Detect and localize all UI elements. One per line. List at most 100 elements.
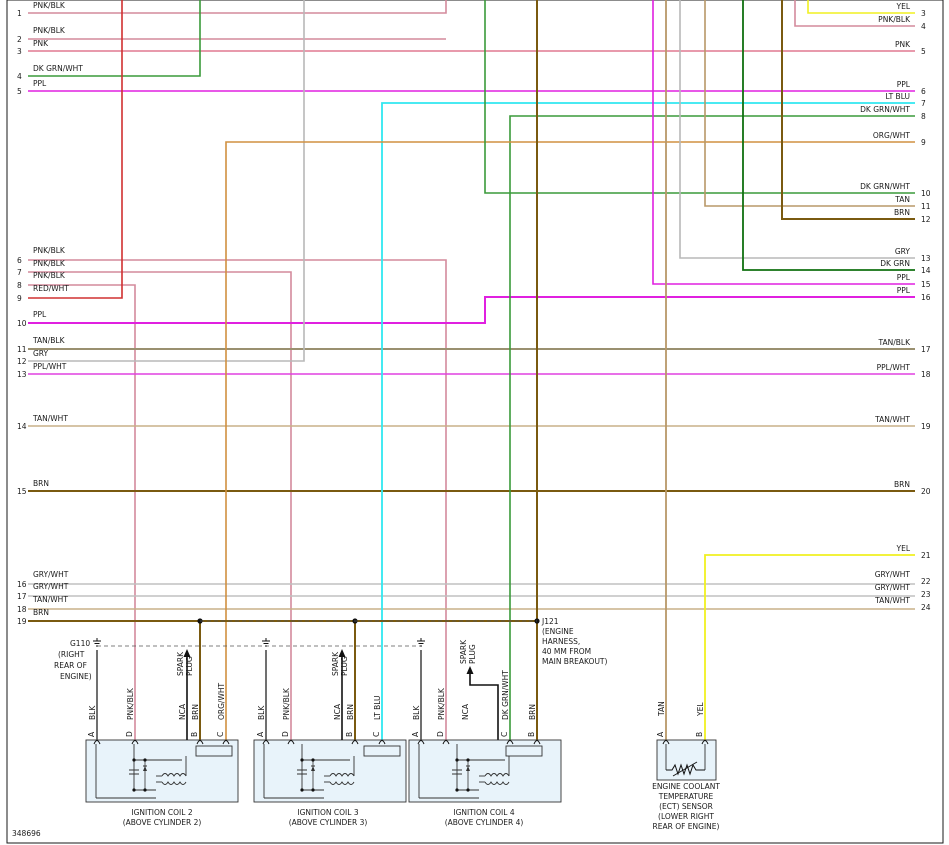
left-pin-number: 10	[17, 319, 27, 328]
node-dot	[132, 758, 136, 762]
left-wire-label: BRN	[33, 479, 49, 488]
right-wire-label: PPL	[897, 286, 911, 295]
wire-ppl-r15	[652, 0, 915, 285]
coil-wire-label: NCA	[333, 703, 342, 720]
left-pin-number: 15	[17, 487, 27, 496]
ect-sensor-label: (LOWER RIGHT	[658, 812, 714, 821]
ect-sensor-label: ENGINE COOLANT	[652, 782, 720, 791]
ignition-coil-box	[408, 739, 562, 803]
left-pin-number: 8	[17, 281, 22, 290]
coil-module-block	[363, 745, 401, 757]
right-wire-label: PPL	[897, 273, 911, 282]
connector-pin	[93, 740, 101, 745]
wires	[28, 0, 915, 740]
ect-sensor-label: TEMPERATURE	[658, 792, 714, 801]
wire-brn-r12	[781, 0, 915, 220]
wire-red-wht-9	[28, 0, 123, 299]
right-pin-number: 10	[921, 189, 931, 198]
right-pin-number: 17	[921, 345, 931, 354]
spark-plug-label: SPARK	[331, 651, 340, 676]
ect-sensor-box	[656, 739, 717, 781]
left-pin-number: 16	[17, 580, 27, 589]
coil-wire-label: LT BLU	[373, 695, 382, 720]
right-pin-number: 24	[921, 603, 931, 612]
right-pin-number: 8	[921, 112, 926, 121]
node-dot	[311, 758, 315, 762]
connector-pin	[287, 740, 295, 745]
left-pin-number: 19	[17, 617, 27, 626]
connector-pin	[701, 740, 709, 745]
left-wire-label: DK GRN/WHT	[33, 64, 83, 73]
ignition-coil-box	[253, 739, 407, 803]
wire-yel-r21	[704, 554, 915, 740]
coil-wire-label: BLK	[88, 705, 97, 720]
left-wire-label: TAN/WHT	[32, 414, 68, 423]
right-wire-label: BRN	[894, 480, 910, 489]
node-dot	[455, 788, 459, 792]
node-dot	[466, 758, 470, 762]
left-pin-number: 13	[17, 370, 27, 379]
right-wire-label: GRY/WHT	[875, 583, 911, 592]
wire-pnk-blk-r4	[794, 0, 915, 27]
node-dot	[143, 758, 147, 762]
right-wire-label: DK GRN/WHT	[860, 182, 910, 191]
wire-dk-grn-wht-r10	[484, 0, 915, 194]
left-wire-label: PNK/BLK	[33, 1, 66, 10]
ground-location: (RIGHT	[58, 650, 85, 659]
right-pin-number: 3	[921, 9, 926, 18]
connector-pin	[351, 740, 359, 745]
right-wire-label: PPL	[897, 80, 911, 89]
coil-winding-icon	[161, 773, 187, 777]
right-pin-number: 22	[921, 577, 931, 586]
coil-pin-letter: D	[125, 731, 134, 737]
coil-title: IGNITION COIL 2	[131, 808, 192, 817]
connector-pin	[222, 740, 230, 745]
right-wire-label: YEL	[896, 2, 911, 11]
right-wire-label: GRY	[895, 247, 911, 256]
coil-wire-label: PNK/BLK	[437, 687, 446, 720]
connector-pin	[506, 740, 514, 745]
wire-pnk-blk-1	[28, 0, 447, 14]
right-pin-number: 11	[921, 202, 931, 211]
left-wire-label: PNK	[33, 39, 49, 48]
ect-pin-letter: B	[695, 732, 704, 737]
wire-pnk-blk-8	[28, 284, 136, 740]
connector-pin	[262, 740, 270, 745]
right-pin-number: 13	[921, 254, 931, 263]
spark-plug-arrow-icon	[338, 649, 346, 657]
left-pin-number: 4	[17, 72, 22, 81]
spark-plug-arrow-icon	[183, 649, 191, 657]
ignition-coil-box	[85, 739, 239, 803]
thermistor-arrow	[672, 761, 698, 777]
coil-pin-letter: D	[436, 731, 445, 737]
left-wire-label: GRY/WHT	[33, 582, 69, 591]
left-pin-number: 12	[17, 357, 27, 366]
left-pin-number: 17	[17, 592, 27, 601]
right-wire-label: TAN/BLK	[877, 338, 911, 347]
left-wire-label: PPL	[33, 79, 47, 88]
left-pin-number: 3	[17, 47, 22, 56]
right-pin-number: 7	[921, 99, 926, 108]
right-wire-label: PPL/WHT	[877, 363, 911, 372]
left-pin-number: 11	[17, 345, 27, 354]
right-wire-label: BRN	[894, 208, 910, 217]
connector-pin	[131, 740, 139, 745]
wire-org-wht-r9	[225, 141, 915, 740]
connector-pin	[417, 740, 425, 745]
right-pin-number: 18	[921, 370, 931, 379]
right-wire-label: PNK/BLK	[878, 15, 911, 24]
ect-sensor-label: (ECT) SENSOR	[659, 802, 713, 811]
left-wire-label: GRY/WHT	[33, 570, 69, 579]
left-wire-label: PPL/WHT	[33, 362, 67, 371]
coil-wire-label: BLK	[257, 705, 266, 720]
right-wire-label: DK GRN	[880, 259, 910, 268]
coil-pin-letter: C	[372, 732, 381, 737]
right-wire-label: YEL	[896, 544, 911, 553]
ect-pin-letter: A	[656, 731, 665, 737]
left-wire-label: TAN/BLK	[32, 336, 66, 345]
left-pin-number: 14	[17, 422, 27, 431]
coil-wire-label: PNK/BLK	[282, 687, 291, 720]
node-dot	[143, 788, 147, 792]
right-wire-label: GRY/WHT	[875, 570, 911, 579]
